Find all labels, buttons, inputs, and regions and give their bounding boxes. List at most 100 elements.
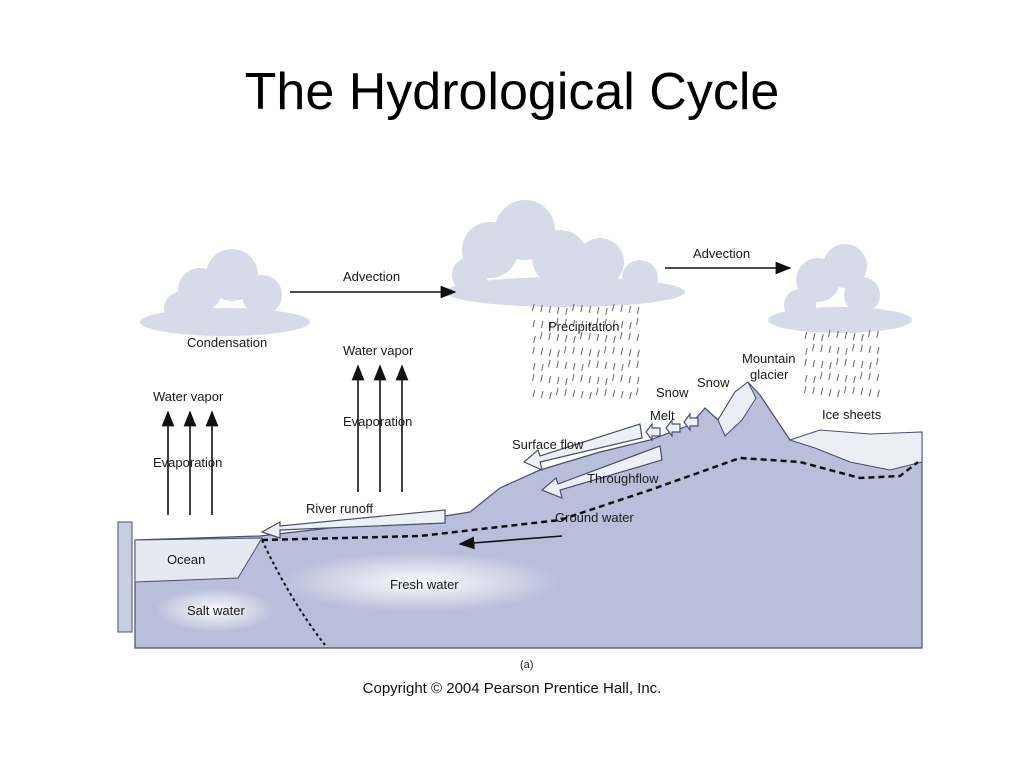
rain-streak <box>532 362 536 371</box>
rain-streak <box>860 344 863 353</box>
rain-streak <box>637 349 640 358</box>
rain-streak <box>572 346 575 355</box>
rain-streak <box>596 376 600 385</box>
rain-streak <box>852 386 855 395</box>
rain-streak <box>636 306 640 315</box>
label-evaporation-left: Evaporation <box>153 455 222 470</box>
melt-arrow-3 <box>683 412 699 432</box>
rain-streak <box>853 375 856 384</box>
rain-streak <box>540 320 544 329</box>
rain-streak <box>556 376 560 385</box>
rain-streak <box>805 347 808 356</box>
throughflow-arrow <box>540 445 663 499</box>
label-advection-right: Advection <box>693 246 750 261</box>
rain-streak <box>572 373 575 382</box>
rain-streak <box>564 388 567 397</box>
rain-streak <box>836 357 839 366</box>
rain-streak <box>828 329 831 338</box>
rain-streak <box>540 347 544 356</box>
rain-streak <box>548 332 551 341</box>
rain-streak <box>596 387 599 396</box>
rain-streak <box>852 359 856 368</box>
rain-streak <box>612 373 615 382</box>
rain-streak <box>820 371 823 380</box>
melt-arrow-2 <box>665 418 681 438</box>
rain-streak <box>636 317 639 326</box>
label-panel: (a) <box>520 659 533 671</box>
rain-streak <box>804 331 808 340</box>
label-surface-flow: Surface flow <box>512 437 584 452</box>
rain-streak <box>540 331 543 340</box>
rain-streak <box>580 390 584 399</box>
rain-streak <box>604 388 607 397</box>
rain-streak <box>868 372 871 381</box>
ground-water-arrow <box>458 535 563 550</box>
rain-streak <box>540 374 543 383</box>
rain-streak <box>573 335 576 344</box>
rain-streak <box>629 321 632 330</box>
label-mountain: Mountain <box>742 351 795 366</box>
rain-streak <box>812 359 816 368</box>
rain-streak <box>636 360 639 369</box>
slide-title: The Hydrological Cycle <box>244 63 780 121</box>
rain-streak <box>876 346 880 355</box>
rain-streak <box>620 320 624 329</box>
label-ground-water: Ground water <box>555 510 634 525</box>
rain-streak <box>612 362 616 371</box>
rain-streak <box>821 333 824 342</box>
rain-streak <box>556 306 560 315</box>
rain-streak <box>636 387 639 396</box>
rain-center <box>532 303 640 400</box>
rain-streak <box>556 360 559 369</box>
rain-streak <box>589 391 592 400</box>
rain-streak <box>876 373 880 382</box>
rain-streak <box>572 389 576 398</box>
rain-streak <box>564 361 568 370</box>
rain-streak <box>588 305 592 314</box>
rain-streak <box>836 373 840 382</box>
rain-streak <box>860 387 864 396</box>
labels: Advection Advection Condensation Precipi… <box>153 246 882 671</box>
rain-streak <box>532 389 536 398</box>
rain-streak <box>596 333 600 342</box>
label-condensation: Condensation <box>187 335 267 350</box>
salt-water-lens <box>155 588 275 632</box>
cloud-left <box>140 249 310 336</box>
rain-streak <box>596 306 600 315</box>
rain-streak <box>820 344 823 353</box>
label-snow-left: Snow <box>656 385 689 400</box>
water-table-line <box>261 456 919 542</box>
rain-streak <box>620 304 623 313</box>
rain-streak <box>628 332 631 341</box>
rain-streak <box>580 374 583 383</box>
left-frame-edge <box>117 521 133 633</box>
arrows <box>161 261 792 550</box>
rain-streak <box>580 320 584 329</box>
rain-streak <box>852 332 856 341</box>
rain-streak <box>828 372 831 381</box>
label-evaporation-mid: Evaporation <box>343 414 412 429</box>
rain-streak <box>604 361 608 370</box>
rain-streak <box>548 305 552 314</box>
rain-streak <box>612 303 615 312</box>
rain-streak <box>836 330 839 339</box>
rain-streak <box>828 345 832 354</box>
rain-streak <box>852 343 855 352</box>
rain-streak <box>612 389 616 398</box>
rain-streak <box>533 335 536 344</box>
clouds <box>140 200 912 336</box>
rain-streak <box>556 387 559 396</box>
surface-flow-arrow <box>522 423 643 472</box>
rain-streak <box>829 361 832 370</box>
rain-streak <box>605 377 608 386</box>
rain-streak <box>572 303 575 312</box>
rain-streak <box>557 349 560 358</box>
rain-streak <box>620 331 623 340</box>
rain-streak <box>636 376 640 385</box>
rain-streak <box>564 318 567 327</box>
rain-streak <box>532 373 535 382</box>
rain-streak <box>564 334 568 343</box>
rain-streak <box>844 331 848 340</box>
rain-streak <box>588 332 591 341</box>
rain-streak <box>812 343 815 352</box>
